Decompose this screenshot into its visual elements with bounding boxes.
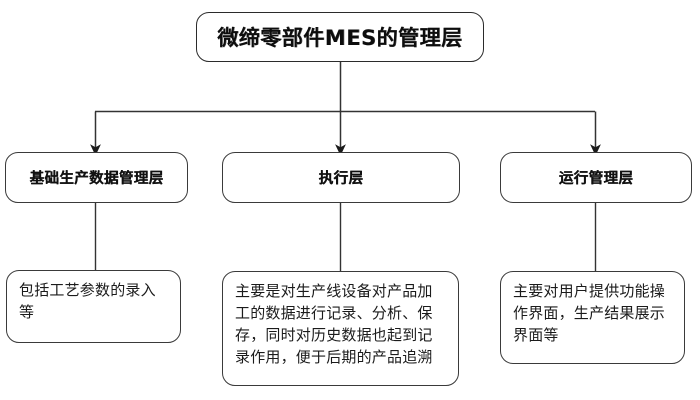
node-description-basic-production-data[interactable]: 包括工艺参数的录入等: [6, 270, 181, 343]
node-layer-execution[interactable]: 执行层: [222, 152, 460, 203]
node-description-basic-production-data-text: 包括工艺参数的录入等: [19, 281, 156, 321]
node-description-execution[interactable]: 主要是对生产线设备对产品加工的数据进行记录、分析、保存，同时对历史数据也起到记录…: [222, 271, 459, 386]
node-layer-runtime-management[interactable]: 运行管理层: [500, 152, 692, 203]
node-layer-basic-production-data[interactable]: 基础生产数据管理层: [5, 152, 188, 203]
node-description-runtime-management[interactable]: 主要对用户提供功能操作界面，生产结果展示界面等: [500, 271, 685, 364]
node-description-execution-text: 主要是对生产线设备对产品加工的数据进行记录、分析、保存，同时对历史数据也起到记录…: [235, 282, 433, 366]
node-title-label: 微缔零部件MES的管理层: [217, 26, 463, 50]
node-layer-execution-label: 执行层: [318, 171, 364, 187]
node-layer-runtime-management-label: 运行管理层: [558, 171, 634, 187]
node-layer-basic-production-data-label: 基础生产数据管理层: [29, 171, 164, 187]
node-description-runtime-management-text: 主要对用户提供功能操作界面，生产结果展示界面等: [513, 282, 666, 344]
node-mes-management-root[interactable]: 微缔零部件MES的管理层: [196, 12, 484, 62]
